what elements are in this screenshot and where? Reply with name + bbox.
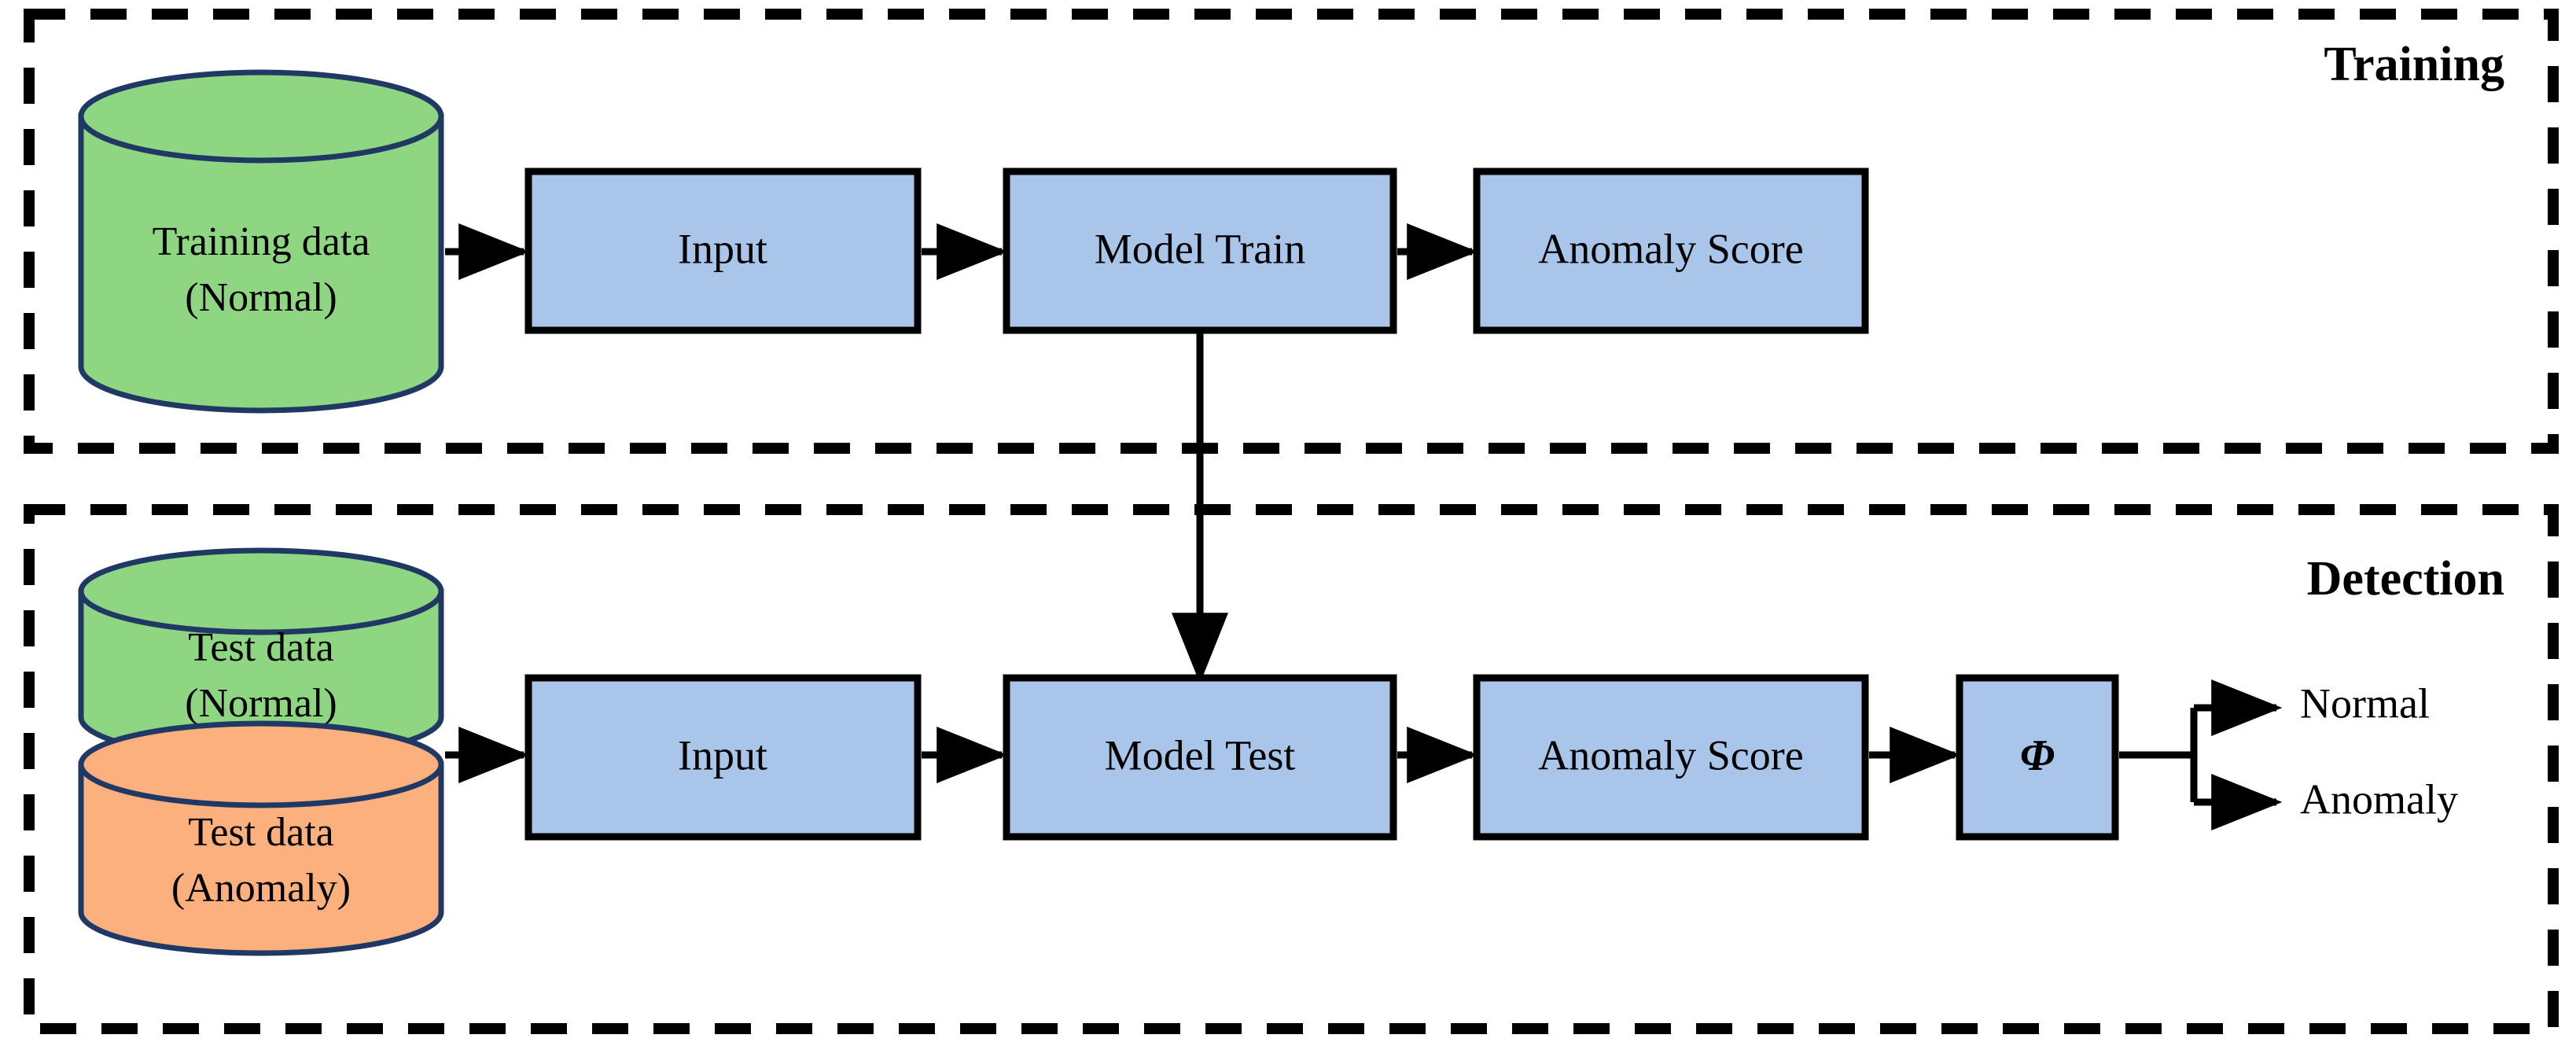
training-step-model-train: Model Train bbox=[1003, 168, 1397, 334]
training-step-anomaly-score: Anomaly Score bbox=[1473, 168, 1869, 334]
process-box bbox=[1473, 674, 1869, 841]
process-box bbox=[1003, 168, 1397, 334]
detection-step-input-label: Input bbox=[678, 731, 767, 779]
training-section-frame bbox=[24, 9, 2559, 454]
training-step-anomaly-score-label: Anomaly Score bbox=[1538, 225, 1803, 272]
detection-step-anomaly-score: Anomaly Score bbox=[1473, 674, 1869, 841]
detection-step-model-test-label: Model Test bbox=[1105, 731, 1296, 779]
detection-step-input: Input bbox=[524, 674, 922, 841]
process-box bbox=[1003, 674, 1397, 841]
detection-step-anomaly-score-label: Anomaly Score bbox=[1538, 731, 1803, 779]
training-step-model-train-label: Model Train bbox=[1095, 225, 1306, 272]
detection-step-phi: Φ bbox=[1956, 674, 2119, 841]
detection-datastore-anomaly-label-line2: (Anomaly) bbox=[171, 866, 351, 911]
training-datastore-label-line1: Training data bbox=[153, 219, 370, 264]
training-section-title: Training bbox=[2324, 38, 2504, 91]
training-step-input: Input bbox=[524, 168, 922, 334]
cylinder-top bbox=[78, 547, 444, 635]
detection-step-model-test: Model Test bbox=[1003, 674, 1397, 841]
training-step-input-label: Input bbox=[678, 225, 767, 272]
output-label-anomaly: Anomaly bbox=[2300, 775, 2458, 823]
process-box bbox=[524, 674, 922, 841]
output-label-normal: Normal bbox=[2300, 679, 2430, 727]
cylinder-body bbox=[78, 113, 444, 414]
cylinder-top bbox=[78, 720, 444, 808]
detection-section-title: Detection bbox=[2307, 552, 2504, 606]
process-box bbox=[524, 168, 922, 334]
training-datastore-label-line2: (Normal) bbox=[185, 275, 337, 320]
detection-datastore-normal-cylinder: Test data (Normal) bbox=[78, 547, 444, 761]
detection-datastore-normal-label-line2: (Normal) bbox=[185, 681, 337, 726]
detection-section-frame bbox=[24, 504, 2559, 1034]
cylinder-top bbox=[78, 69, 444, 164]
detection-datastore-normal-label-line1: Test data bbox=[188, 625, 334, 670]
cylinder-body bbox=[78, 761, 444, 956]
training-datastore-cylinder: Training data (Normal) bbox=[78, 69, 444, 414]
process-box bbox=[1956, 674, 2119, 841]
detection-step-phi-label: Φ bbox=[2020, 731, 2055, 780]
process-box bbox=[1473, 168, 1869, 334]
detection-datastore-anomaly-label-line1: Test data bbox=[188, 810, 334, 855]
detection-datastore-anomaly-cylinder: Test data (Anomaly) bbox=[78, 720, 444, 956]
